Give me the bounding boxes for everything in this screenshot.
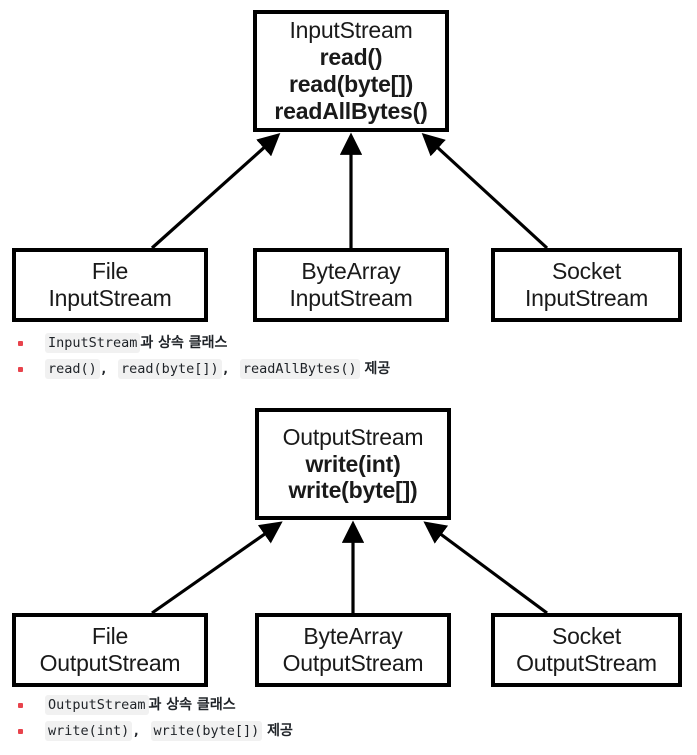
list-item: read(), read(byte[]), readAllBytes() 제공 [0, 356, 697, 382]
class-name-part: InputStream [48, 285, 172, 311]
inline-code: readAllBytes() [239, 359, 360, 379]
class-box-bytearray-outputstream[interactable]: ByteArray OutputStream [255, 613, 451, 687]
class-method: readAllBytes() [274, 97, 428, 124]
arrow-socket-inputstream [421, 132, 549, 250]
arrow-file-inputstream [150, 133, 281, 250]
inline-text: 제공 [359, 361, 391, 377]
class-name-part: ByteArray [301, 258, 401, 285]
inline-text: 제공 [262, 723, 293, 739]
class-method: read() [319, 44, 383, 71]
inline-code: OutputStream [45, 695, 149, 715]
class-box-socket-outputstream[interactable]: Socket OutputStream [491, 613, 682, 687]
class-box-inputstream[interactable]: InputStream read() read(byte[]) readAllB… [253, 10, 449, 132]
class-name-part: Socket [551, 258, 622, 285]
inline-text: 과 상속 클래스 [148, 697, 236, 713]
outputstream-hierarchy-diagram: OutputStream write(int) write(byte[]) Fi… [0, 398, 697, 690]
inline-separator: , [132, 723, 149, 739]
class-box-file-inputstream[interactable]: File InputStream [12, 248, 208, 322]
arrow-socket-outputstream [423, 521, 548, 615]
list-item-text: read(), read(byte[]), readAllBytes() 제공 [45, 359, 390, 379]
arrow-file-outputstream [151, 521, 283, 615]
class-name: OutputStream [282, 423, 424, 450]
inline-separator: , [99, 361, 117, 377]
inline-code: write(byte[]) [150, 721, 263, 741]
class-name-part: File [91, 258, 129, 285]
class-name-part: File [91, 623, 129, 650]
inheritance-arrows-output [151, 520, 548, 615]
class-name-part: ByteArray [303, 623, 403, 650]
inline-code: read() [45, 359, 100, 379]
class-box-file-outputstream[interactable]: File OutputStream [12, 613, 208, 687]
class-name-part: OutputStream [282, 650, 424, 676]
bullet-dot-icon [18, 702, 23, 708]
class-name: InputStream [289, 17, 413, 44]
class-method: write(byte[]) [288, 477, 418, 504]
class-method: write(int) [305, 450, 401, 477]
inline-text: 과 상속 클래스 [140, 335, 228, 351]
class-box-socket-inputstream[interactable]: Socket InputStream [491, 248, 682, 322]
bullet-dot-icon [18, 728, 23, 734]
class-name-part: OutputStream [39, 650, 181, 676]
list-item-text: write(int), write(byte[]) 제공 [45, 721, 293, 741]
class-box-bytearray-inputstream[interactable]: ByteArray InputStream [253, 248, 449, 322]
class-method: read(byte[]) [288, 71, 414, 97]
inheritance-arrows-input [150, 132, 549, 250]
bullet-dot-icon [18, 340, 23, 346]
inline-code: write(int) [45, 721, 133, 741]
inline-code: InputStream [45, 333, 141, 353]
class-name-part: InputStream [289, 285, 413, 311]
inputstream-hierarchy-diagram: InputStream read() read(byte[]) readAllB… [0, 0, 697, 330]
bullet-dot-icon [18, 366, 23, 372]
class-name-part: InputStream [524, 285, 649, 311]
class-name-part: Socket [551, 623, 622, 650]
inline-separator: , [221, 361, 238, 377]
list-item: write(int), write(byte[]) 제공 [0, 718, 697, 744]
inline-code: read(byte[]) [118, 359, 222, 379]
class-name-part: OutputStream [516, 650, 657, 676]
class-box-outputstream[interactable]: OutputStream write(int) write(byte[]) [255, 408, 451, 520]
